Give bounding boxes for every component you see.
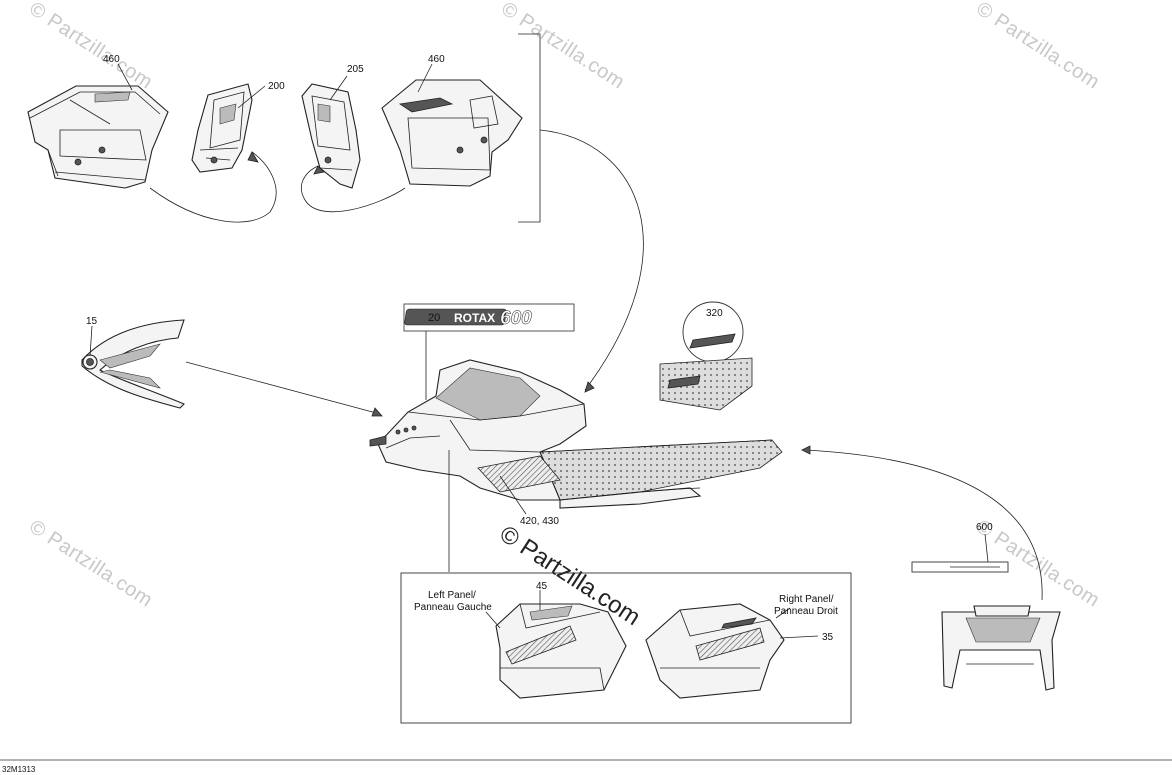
rotax-word: ROTAX (454, 311, 495, 325)
snowmobile-body (369, 359, 783, 509)
left-panel-label-line2: Panneau Gauche (414, 602, 492, 613)
side-panel-right-460 (381, 79, 523, 187)
hood-nose-decal-15 (81, 319, 185, 409)
callout-200: 200 (268, 81, 285, 92)
drawing-code: 32M1313 (2, 765, 36, 774)
callout-460-left: 460 (103, 54, 120, 65)
side-panel-left-460 (27, 85, 169, 189)
callout-20: 20 (428, 312, 440, 324)
callout-460-right: 460 (428, 54, 445, 65)
leader-line (329, 75, 348, 101)
callout-15: 15 (86, 316, 98, 327)
callout-420-430: 420, 430 (520, 516, 559, 527)
rear-flap-group (911, 533, 1061, 691)
callout-35: 35 (822, 632, 834, 643)
leader-line (417, 63, 433, 93)
leader-line (775, 607, 791, 619)
watermark-text: © Partzilla.com (25, 516, 156, 612)
connector-arrow (301, 165, 406, 213)
connector-arrow (149, 151, 277, 223)
leader-line (779, 635, 819, 639)
watermark-text: © Partzilla.com (497, 0, 628, 94)
group-bracket (518, 33, 541, 223)
connector-arrow (185, 361, 381, 415)
callout-205: 205 (347, 64, 364, 75)
right-panel-label-line2: Panneau Droit (774, 606, 838, 617)
watermark-text: © Partzilla.com (972, 0, 1103, 94)
leader-line (89, 325, 93, 357)
rotax-number: 600 (500, 308, 532, 329)
left-panel-label-line1: Left Panel/ (428, 590, 476, 601)
watermark-text: © Partzilla.com (25, 0, 156, 94)
leader-line (485, 611, 501, 629)
connector-arrow (539, 129, 644, 391)
callout-45: 45 (536, 581, 548, 592)
leader-line (237, 85, 266, 109)
side-panel-200 (191, 83, 253, 173)
leader-line (117, 63, 133, 91)
top-side-panels-group: 460 200 205 4 (27, 33, 541, 223)
leader-line (499, 475, 527, 515)
tunnel-decal-320 (659, 301, 753, 411)
right-panel-35 (645, 603, 785, 699)
side-panels-box: 45 Left Panel/ Panneau Gauche 35 Right P… (400, 572, 852, 724)
right-panel-label-line1: Right Panel/ (779, 594, 834, 605)
side-panel-205 (301, 83, 361, 189)
connector-arrow (803, 449, 1043, 601)
callout-320: 320 (706, 308, 723, 319)
callout-600: 600 (976, 522, 993, 533)
rotax-decal-20: 20 ROTAX 600 (403, 303, 575, 332)
left-panel-45 (495, 603, 627, 699)
